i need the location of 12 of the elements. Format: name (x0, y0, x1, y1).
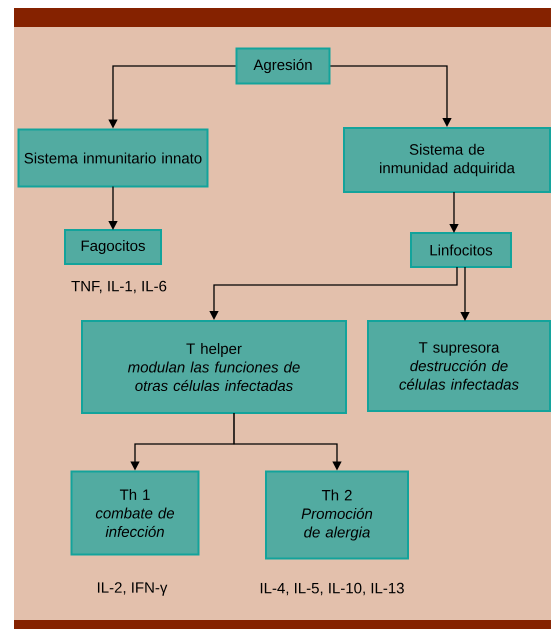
process-box: Agresión (236, 48, 330, 84)
process-box: Linfocitos (410, 232, 512, 268)
process-box: Th 2 Promoción de alergia (265, 470, 409, 560)
cytokine-label: TNF, IL-1, IL-6 (71, 280, 166, 294)
process-box: Fagocitos (64, 229, 162, 265)
cytokine-label: IL-4, IL-5, IL-10, IL-13 (260, 582, 404, 596)
process-box: Sistema de inmunidad adquirida (343, 127, 551, 193)
process-box: T supresora destrucción de células infectadas (367, 320, 551, 412)
cytokine-label: IL-2, IFN-γ (98, 582, 168, 596)
process-box: T helper modulan las funciones de otras células infectadas (81, 320, 347, 414)
process-box: Th 1 combate de infección (70, 470, 200, 556)
process-box: Sistema inmunitario innato (18, 128, 208, 188)
